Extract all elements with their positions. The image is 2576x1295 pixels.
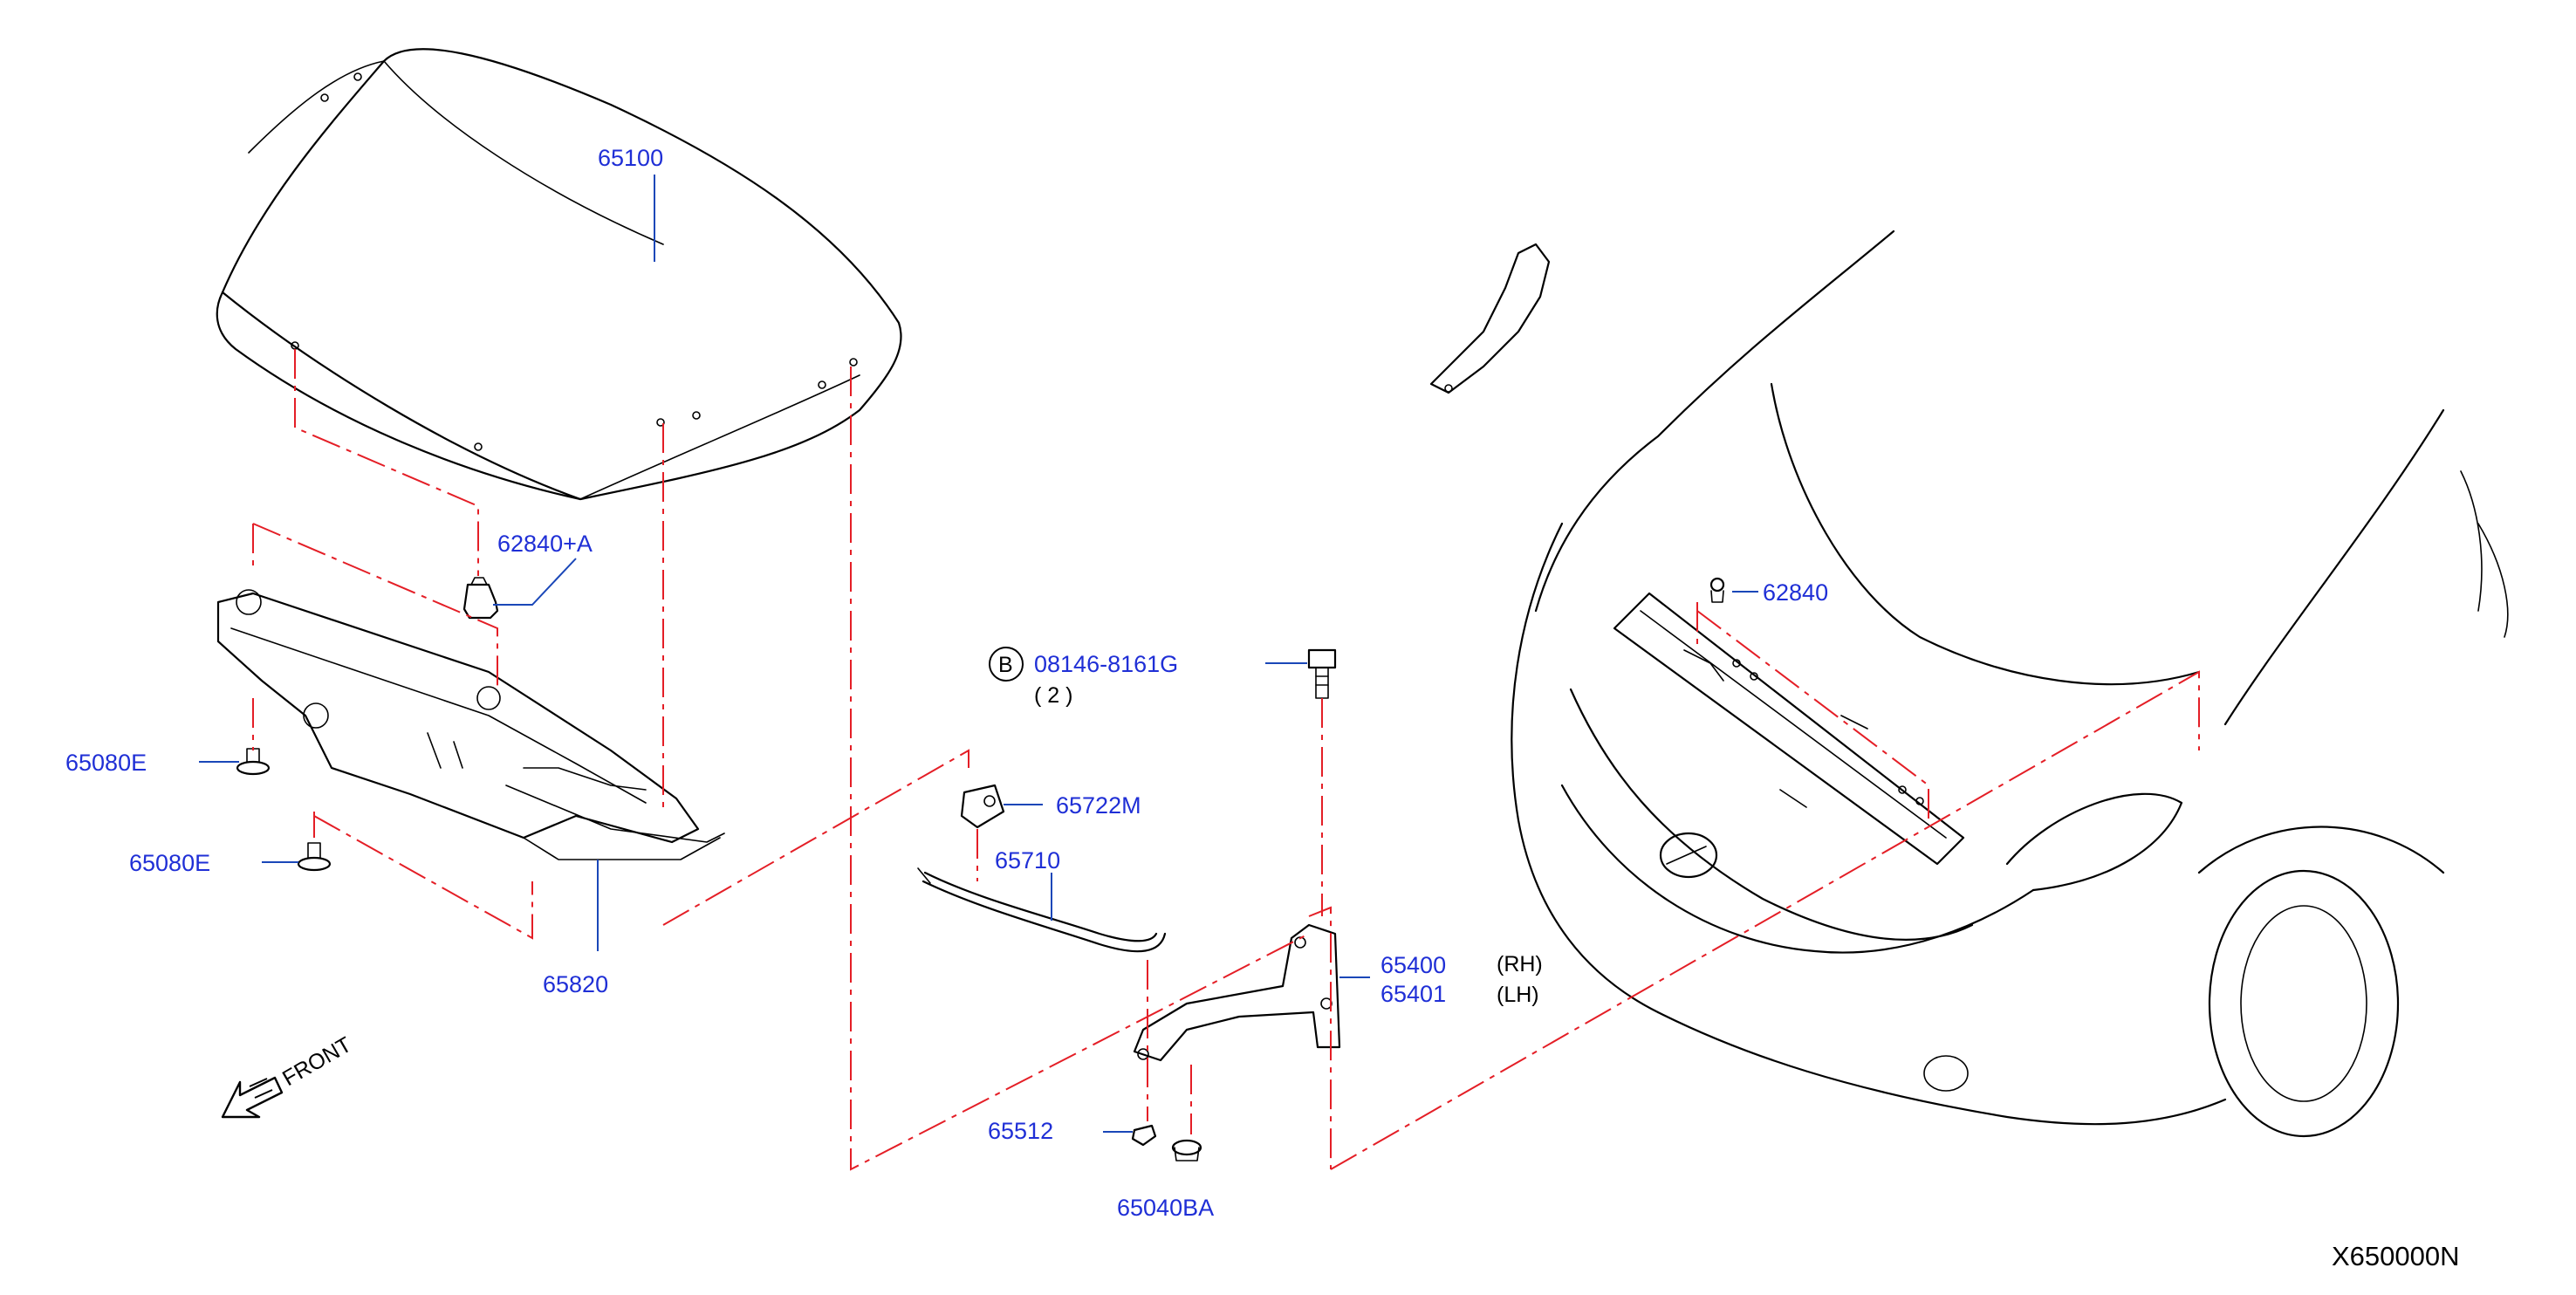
label-nut: 65040BA	[1117, 1195, 1214, 1221]
bolt-drawing	[1307, 648, 1337, 699]
label-clip-lower: 65080E	[129, 850, 210, 876]
clip-65722m-drawing	[960, 784, 1005, 829]
bolt-marker-letter: B	[998, 653, 1013, 677]
hood-seal-drawing	[216, 589, 725, 860]
label-hood-panel: 65100	[598, 145, 663, 171]
grommet-drawing	[1131, 1124, 1157, 1147]
leader-lines	[199, 175, 1758, 1133]
note-rh: (RH)	[1497, 952, 1543, 976]
label-bolt-quantity: ( 2 )	[1034, 683, 1072, 708]
label-support-rod: 65710	[995, 847, 1060, 874]
label-clip-upper: 65080E	[65, 750, 147, 776]
diagram-code: X650000N	[2332, 1241, 2460, 1271]
front-direction-label: FRONT	[278, 1032, 356, 1091]
label-hood-seal: 65820	[543, 971, 608, 997]
bolt-marker-circle	[989, 647, 1024, 682]
clip-upper-drawing	[236, 748, 271, 776]
hood-bumper-a-drawing	[462, 577, 499, 620]
note-lh: (LH)	[1497, 983, 1539, 1007]
clip-lower-drawing	[297, 842, 332, 872]
nut-drawing	[1171, 1139, 1202, 1161]
label-hinge-lh: 65401	[1380, 981, 1446, 1007]
label-hinge-rh: 65400	[1380, 952, 1446, 978]
vehicle-front-drawing	[1511, 230, 2509, 1138]
hinge-bracket-drawing	[1429, 243, 1551, 394]
hood-panel-drawing	[216, 48, 902, 501]
label-grommet: 65512	[988, 1118, 1053, 1144]
label-clip-65722m: 65722M	[1056, 792, 1141, 819]
support-rod-drawing	[917, 867, 1167, 953]
front-direction-arrow-icon	[221, 1076, 284, 1119]
label-bolt: 08146-8161G	[1034, 651, 1178, 677]
label-hood-bumper: 62840	[1763, 579, 1828, 606]
assembly-phantom-lines	[252, 349, 2200, 1171]
label-hood-bumper-a: 62840+A	[497, 531, 593, 557]
hood-hinge-drawing	[1133, 923, 1341, 1062]
